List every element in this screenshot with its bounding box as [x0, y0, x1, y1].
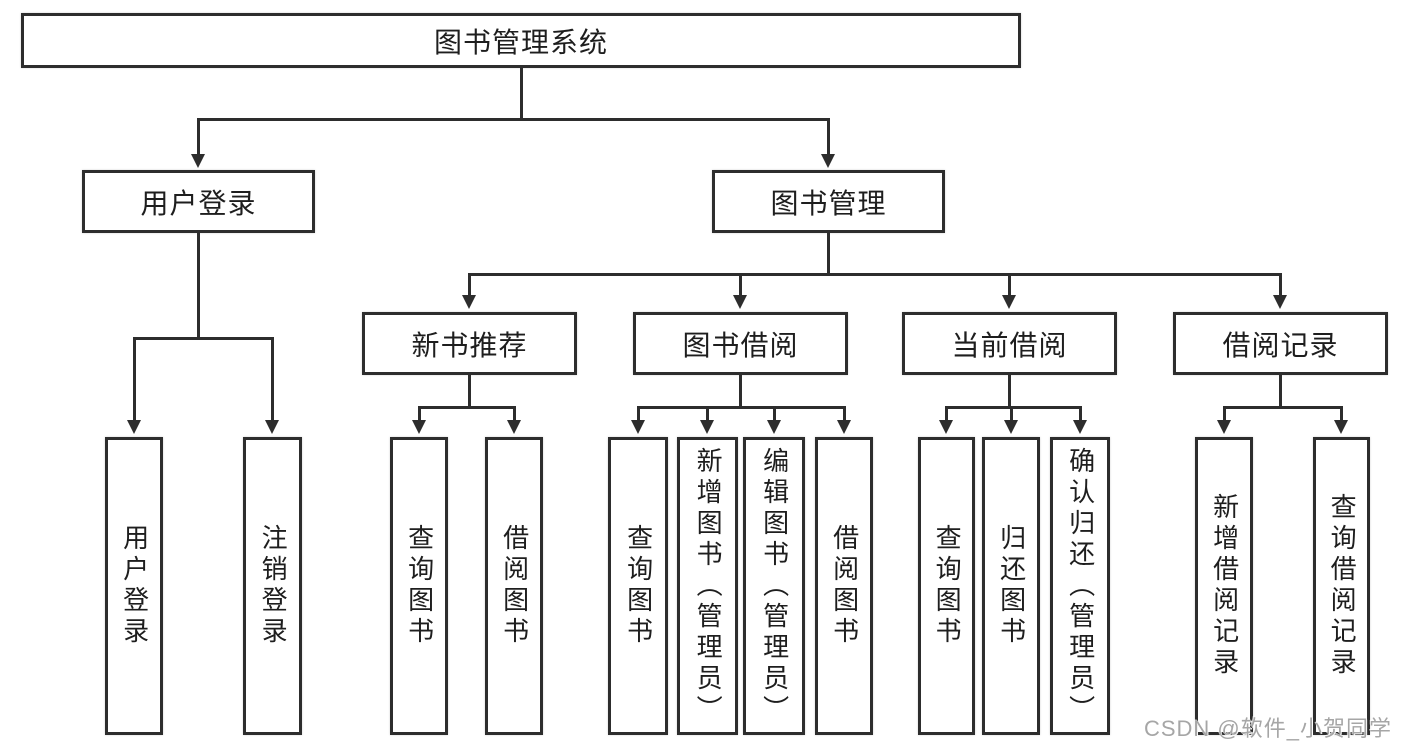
leaf-newbooks-query-books: 查询图书	[390, 437, 448, 735]
connector-line	[637, 406, 846, 409]
arrow-down-icon	[1004, 420, 1018, 434]
arrow-down-icon	[939, 420, 953, 434]
connector-line	[739, 373, 742, 409]
arrow-down-icon	[1273, 295, 1287, 309]
leaf-current-confirm-return-admin: 确认归还（管理员）	[1050, 437, 1110, 735]
node-new-books: 新书推荐	[362, 312, 577, 375]
connector-line	[637, 406, 640, 422]
connector-line	[197, 118, 830, 121]
arrow-down-icon	[265, 420, 279, 434]
node-root-library-system: 图书管理系统	[21, 13, 1021, 68]
csdn-watermark: CSDN @软件_小贺同学	[1143, 716, 1392, 741]
connector-line	[468, 273, 1282, 276]
arrow-down-icon	[1073, 420, 1087, 434]
connector-line	[945, 406, 948, 422]
arrow-down-icon	[733, 295, 747, 309]
connector-line	[520, 66, 523, 121]
connector-line	[1279, 373, 1282, 409]
connector-line	[1340, 406, 1343, 422]
connector-line	[418, 406, 516, 409]
connector-line	[1079, 406, 1082, 422]
node-current-borrowing: 当前借阅	[902, 312, 1117, 375]
connector-line	[843, 406, 846, 422]
arrow-down-icon	[462, 295, 476, 309]
connector-line	[513, 406, 516, 422]
connector-line	[706, 406, 709, 422]
leaf-current-query-books: 查询图书	[918, 437, 975, 735]
arrow-down-icon	[191, 154, 205, 168]
connector-line	[1010, 406, 1013, 422]
connector-line	[773, 406, 776, 422]
leaf-records-query-record: 查询借阅记录	[1313, 437, 1370, 735]
connector-line	[271, 337, 274, 422]
arrow-down-icon	[837, 420, 851, 434]
connector-line	[133, 337, 136, 422]
connector-line	[739, 273, 742, 297]
node-borrowing-records: 借阅记录	[1173, 312, 1388, 375]
leaf-newbooks-borrow-books: 借阅图书	[485, 437, 543, 735]
leaf-user-login: 用户登录	[105, 437, 163, 735]
leaf-borrowing-query-books: 查询图书	[608, 437, 668, 735]
connector-line	[1008, 273, 1011, 297]
arrow-down-icon	[631, 420, 645, 434]
node-book-management: 图书管理	[712, 170, 945, 233]
connector-line	[1223, 406, 1226, 422]
connector-line	[418, 406, 421, 422]
connector-line	[133, 337, 274, 340]
leaf-borrowing-borrow-books: 借阅图书	[815, 437, 873, 735]
connector-line	[827, 118, 830, 156]
arrow-down-icon	[700, 420, 714, 434]
arrow-down-icon	[767, 420, 781, 434]
connector-line	[827, 231, 830, 276]
leaf-logout: 注销登录	[243, 437, 302, 735]
arrow-down-icon	[1334, 420, 1348, 434]
leaf-records-add-record: 新增借阅记录	[1195, 437, 1253, 735]
arrow-down-icon	[127, 420, 141, 434]
arrow-down-icon	[507, 420, 521, 434]
arrow-down-icon	[412, 420, 426, 434]
connector-line	[197, 231, 200, 340]
connector-line	[1279, 273, 1282, 297]
connector-line	[945, 406, 1082, 409]
leaf-borrowing-add-books-admin: 新增图书（管理员）	[677, 437, 738, 735]
connector-line	[468, 373, 471, 409]
connector-line	[468, 273, 471, 297]
connector-line	[197, 118, 200, 156]
leaf-borrowing-edit-books-admin: 编辑图书（管理员）	[743, 437, 805, 735]
node-user-login: 用户登录	[82, 170, 315, 233]
leaf-current-return-books: 归还图书	[982, 437, 1040, 735]
arrow-down-icon	[821, 154, 835, 168]
connector-line	[1223, 406, 1343, 409]
arrow-down-icon	[1002, 295, 1016, 309]
node-book-borrowing: 图书借阅	[633, 312, 848, 375]
arrow-down-icon	[1217, 420, 1231, 434]
connector-line	[1008, 373, 1011, 409]
